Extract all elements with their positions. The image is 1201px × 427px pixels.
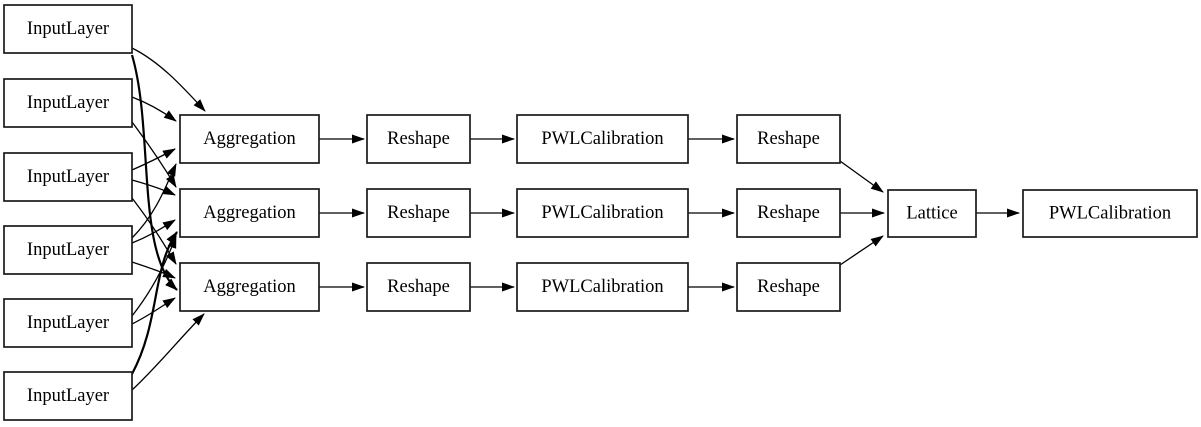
node-box-agg3 [179,262,320,312]
node-pwl2: PWLCalibration [516,188,689,238]
node-pwl1: PWLCalibration [516,114,689,164]
edge-input3-to-agg2 [131,179,176,196]
node-label-pwl3: PWLCalibration [541,277,663,297]
node-label-lattice: Lattice [906,204,957,224]
edge-input1-to-agg1 [131,47,206,112]
node-box-lattice [887,189,977,238]
edge-reshape3b-to-lattice [839,235,884,266]
node-input6: InputLayer [3,371,133,421]
node-label-input1: InputLayer [27,19,109,39]
edge-input2-to-agg2 [131,121,177,188]
node-box-pwl1 [516,114,689,164]
node-label-input2: InputLayer [27,93,109,113]
edge-input4-to-agg3 [131,261,176,279]
node-input1: InputLayer [3,4,133,54]
edge-input3-to-agg1 [131,148,176,171]
node-reshape1a: Reshape [366,114,471,164]
node-reshape2b: Reshape [736,188,841,238]
node-input2: InputLayer [3,78,133,128]
node-label-reshape3b: Reshape [757,277,820,297]
node-box-pwl2 [516,188,689,238]
edge-input4-to-agg1 [131,163,177,239]
node-label-pwl1: PWLCalibration [541,129,663,149]
node-label-input3: InputLayer [27,167,109,187]
node-reshape2a: Reshape [366,188,471,238]
node-box-input1 [3,4,133,54]
node-pwl3: PWLCalibration [516,262,689,312]
node-box-agg1 [179,114,320,164]
node-agg2: Aggregation [179,188,320,238]
node-label-reshape1b: Reshape [757,129,820,149]
edges-layer [130,47,1020,391]
node-label-reshape2a: Reshape [387,203,450,223]
node-label-agg1: Aggregation [203,129,295,149]
node-label-input4: InputLayer [27,240,109,260]
node-label-input5: InputLayer [27,313,109,333]
node-label-pwl2: PWLCalibration [541,203,663,223]
node-box-reshape3b [736,262,841,312]
node-label-reshape2b: Reshape [757,203,820,223]
node-box-input5 [3,298,133,348]
node-lattice: Lattice [887,189,977,238]
edge-input5-to-agg3 [131,297,176,325]
node-box-agg2 [179,188,320,238]
node-box-reshape2b [736,188,841,238]
node-reshape1b: Reshape [736,114,841,164]
node-box-pwl3 [516,262,689,312]
node-box-reshape2a [366,188,471,238]
node-label-reshape1a: Reshape [387,129,450,149]
node-label-reshape3a: Reshape [387,277,450,297]
node-label-agg2: Aggregation [203,203,295,223]
edge-input2-to-agg1 [131,96,177,122]
node-agg3: Aggregation [179,262,320,312]
nodes-layer: InputLayerInputLayerInputLayerInputLayer… [3,4,1198,421]
node-input3: InputLayer [3,152,133,202]
node-reshape3b: Reshape [736,262,841,312]
node-label-agg3: Aggregation [203,277,295,297]
edge-input4-to-agg2 [131,219,176,244]
node-box-reshape3a [366,262,471,312]
edge-input3-to-agg3 [131,197,177,265]
node-box-reshape1b [736,114,841,164]
edge-input6-to-agg2 [131,231,178,375]
node-pwlfinal: PWLCalibration [1022,189,1198,238]
node-box-pwlfinal [1022,189,1198,238]
edge-input6-to-agg3 [131,313,205,391]
node-box-input2 [3,78,133,128]
node-agg1: Aggregation [179,114,320,164]
node-input4: InputLayer [3,225,133,275]
node-box-input4 [3,225,133,275]
node-box-reshape1a [366,114,471,164]
node-label-pwlfinal: PWLCalibration [1049,204,1171,224]
node-box-input3 [3,152,133,202]
node-label-input6: InputLayer [27,386,109,406]
node-box-input6 [3,371,133,421]
node-input5: InputLayer [3,298,133,348]
edge-reshape1b-to-lattice [839,160,884,193]
node-reshape3a: Reshape [366,262,471,312]
